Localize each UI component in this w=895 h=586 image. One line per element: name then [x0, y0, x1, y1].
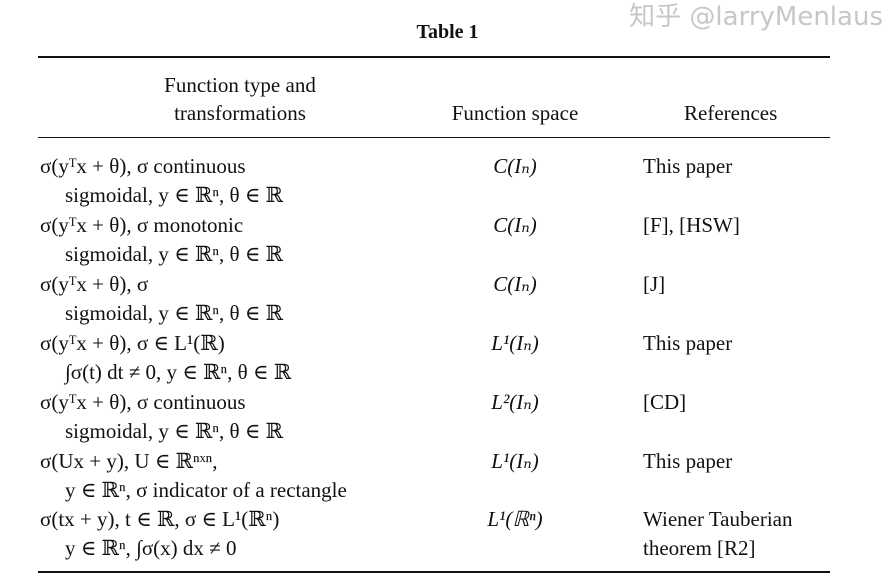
row-function-space: L¹(Iₙ): [491, 331, 539, 355]
header-references: References: [684, 101, 778, 125]
row-function-line2: sigmoidal, y ∈ ℝⁿ, θ ∈ ℝ: [65, 419, 283, 443]
row-function-line1: σ(yᵀx + θ), σ continuous: [40, 390, 246, 414]
row-function-space: L¹(ℝⁿ): [487, 507, 543, 531]
row-reference: This paper: [643, 331, 733, 355]
header-function-type-line2: transformations: [174, 101, 306, 125]
row-function-line1: σ(yᵀx + θ), σ: [40, 272, 149, 296]
row-reference: [F], [HSW]: [643, 213, 740, 237]
row-function-space: C(Iₙ): [493, 154, 537, 178]
row-function-space: C(Iₙ): [493, 272, 537, 296]
row-reference: Wiener Tauberian: [643, 507, 793, 531]
bottom-rule: [38, 571, 830, 573]
row-function-line1: σ(tx + y), t ∈ ℝ, σ ∈ L¹(ℝⁿ): [40, 507, 280, 531]
row-function-line2: sigmoidal, y ∈ ℝⁿ, θ ∈ ℝ: [65, 242, 283, 266]
row-function-space: L¹(Iₙ): [491, 449, 539, 473]
row-function-line2: sigmoidal, y ∈ ℝⁿ, θ ∈ ℝ: [65, 183, 283, 207]
row-function-line2: sigmoidal, y ∈ ℝⁿ, θ ∈ ℝ: [65, 301, 283, 325]
row-reference: [J]: [643, 272, 666, 296]
watermark: 知乎 @larryMenlaus: [629, 2, 883, 32]
table-title: Table 1: [416, 21, 479, 43]
row-function-line1: σ(yᵀx + θ), σ continuous: [40, 154, 246, 178]
header-function-space: Function space: [451, 101, 579, 125]
row-reference: This paper: [643, 449, 733, 473]
header-rule: [38, 137, 830, 138]
row-function-line1: σ(yᵀx + θ), σ monotonic: [40, 213, 244, 237]
row-function-line2: y ∈ ℝⁿ, ∫σ(x) dx ≠ 0: [65, 536, 237, 560]
row-function-line1: σ(yᵀx + θ), σ ∈ L¹(ℝ): [40, 331, 225, 355]
top-rule: [38, 56, 830, 58]
row-function-line1: σ(Ux + y), U ∈ ℝⁿˣⁿ,: [40, 449, 218, 473]
row-reference: This paper: [643, 154, 733, 178]
row-function-line2: ∫σ(t) dt ≠ 0, y ∈ ℝⁿ, θ ∈ ℝ: [65, 360, 292, 384]
row-reference-line2: theorem [R2]: [643, 536, 756, 560]
row-function-space: C(Iₙ): [493, 213, 537, 237]
row-reference: [CD]: [643, 390, 687, 414]
row-function-line2: y ∈ ℝⁿ, σ indicator of a rectangle: [65, 478, 347, 502]
header-function-type-line1: Function type and: [164, 73, 316, 97]
row-function-space: L²(Iₙ): [491, 390, 539, 414]
